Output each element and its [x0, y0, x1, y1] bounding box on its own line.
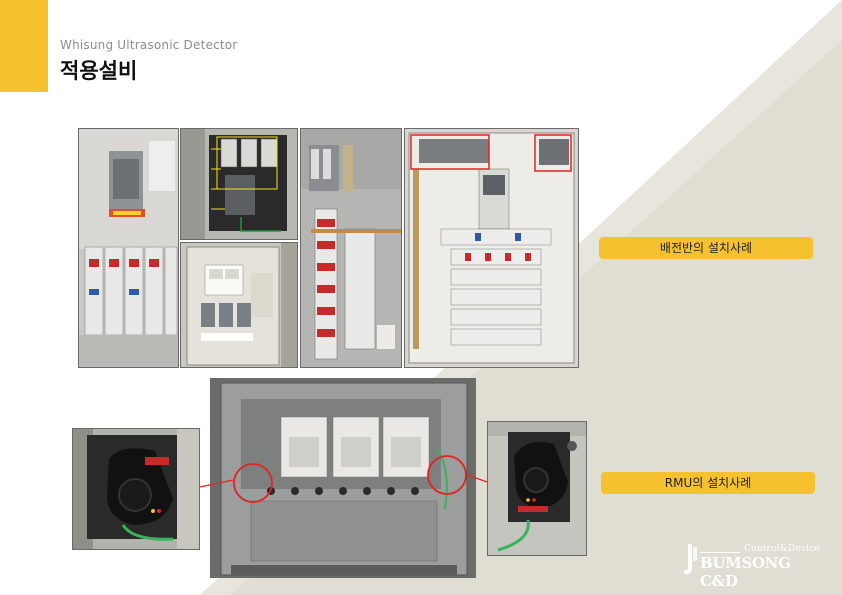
company-logo: Control&Device BUMSONG C&D: [682, 540, 820, 590]
photo-rmu-sensor-left-closeup: [72, 428, 200, 550]
accent-block: [0, 0, 48, 92]
photo-switchboard-panel-front: [78, 128, 179, 368]
logo-mark-icon: [684, 544, 697, 574]
photo-switchboard-enclosure-interior: [180, 242, 298, 368]
photo-switchboard-wiring-closeup: [180, 128, 298, 240]
photo-rmu-sensor-right-closeup: [487, 421, 587, 556]
logo-tagline: Control&Device: [744, 544, 820, 554]
photo-rmu-cabinet-open: [210, 378, 476, 578]
switchboard-label: 배전반의 설치사례: [599, 237, 813, 259]
page-subtitle: Whisung Ultrasonic Detector: [60, 38, 238, 52]
logo-brand: BUMSONG C&D: [700, 554, 791, 590]
logo-divider: [700, 552, 740, 553]
photo-switchboard-cabinet-highlighted: [404, 128, 579, 368]
page-title: 적용설비: [60, 59, 138, 83]
photo-switchboard-breaker-column: [300, 128, 402, 368]
rmu-label: RMU의 설치사례: [601, 472, 815, 494]
